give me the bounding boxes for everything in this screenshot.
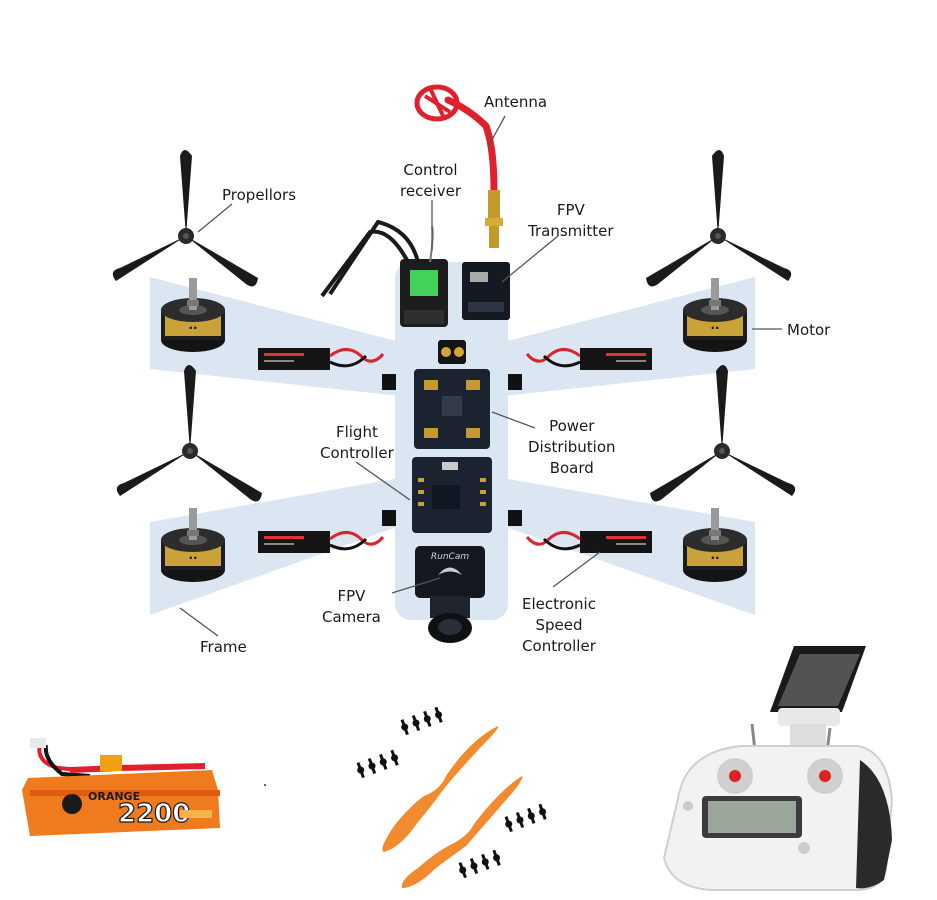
label-frame: Frame — [200, 638, 247, 656]
label-fpv-camera: FPV Camera — [322, 587, 381, 626]
battery-brand: ORANGE — [88, 790, 140, 803]
battery-icon: ORANGE 2200 — [22, 738, 220, 836]
battery-capacity: 2200 — [118, 799, 190, 829]
antenna-icon — [414, 84, 503, 248]
label-antenna: Antenna — [484, 93, 548, 111]
pdb-icon — [414, 340, 490, 449]
flight-controller-icon — [412, 457, 492, 533]
label-electronic-speed-controller: Electronic Speed Controller — [522, 595, 596, 655]
receiver-icon — [320, 219, 448, 327]
label-fpv-transmitter: FPV Transmitter — [528, 201, 614, 240]
label-flight-controller: Flight Controller — [320, 423, 394, 462]
label-motor: Motor — [787, 321, 831, 339]
radio-controller-icon — [662, 646, 894, 891]
camera-icon: RunCam — [415, 546, 485, 643]
transmitter-icon — [462, 262, 510, 320]
leader-lines — [179, 115, 782, 637]
camera-brand: RunCam — [431, 552, 469, 562]
label-power-distribution-board: Power Distribution Board — [528, 417, 616, 477]
spare-propellers-icon — [354, 706, 549, 888]
label-control-receiver: Control receiver — [400, 161, 461, 200]
stray-dot — [264, 784, 266, 786]
esc-icon — [256, 346, 654, 555]
label-propellors: Propellors — [222, 186, 297, 204]
